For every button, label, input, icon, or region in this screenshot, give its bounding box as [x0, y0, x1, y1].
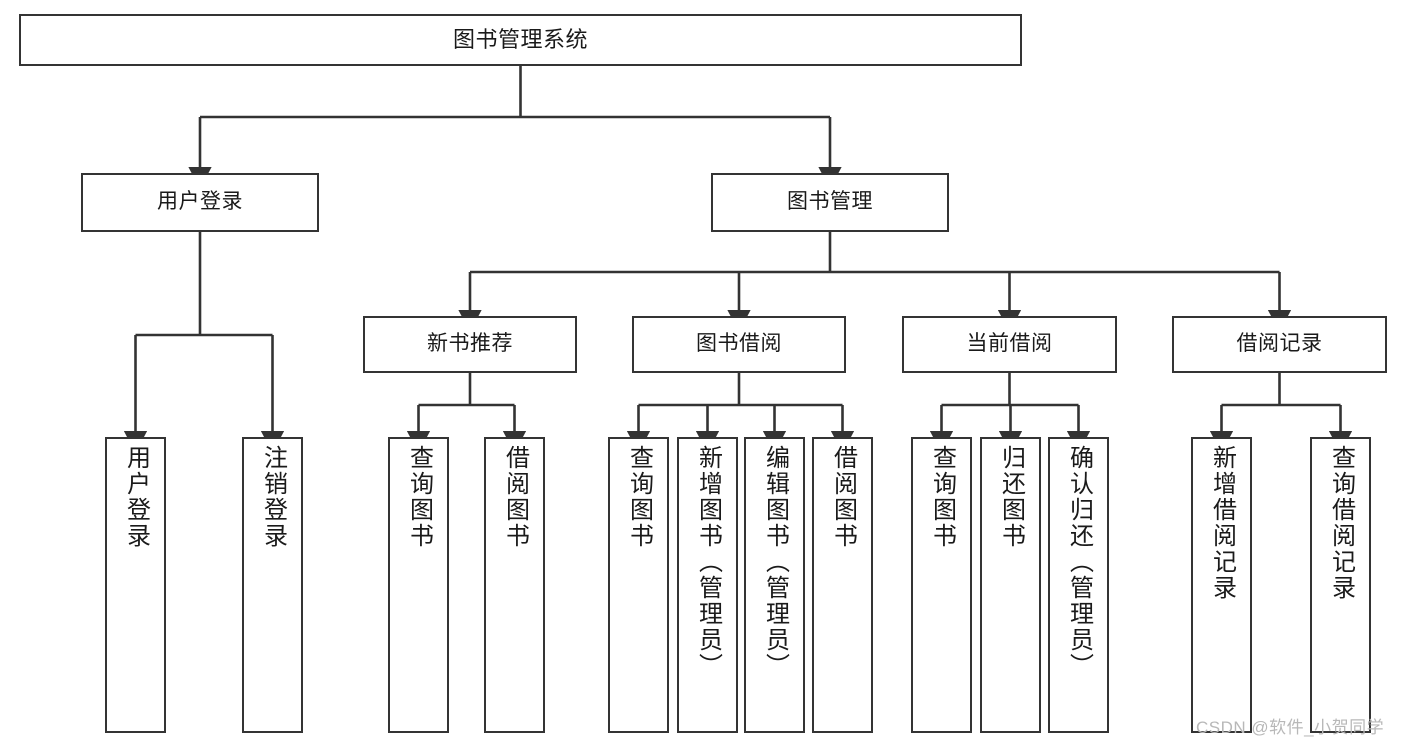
node-leaf-add-borrow-record: 新增借阅记录 [1191, 437, 1252, 733]
node-label: 图书管理系统 [452, 27, 588, 53]
node-leaf-borrow-book: 借阅图书 [812, 437, 873, 733]
node-current-borrow: 当前借阅 [902, 316, 1117, 373]
node-label: 图书管理 [787, 190, 873, 214]
node-leaf-add-book-admin: 新增图书（管理员） [677, 437, 738, 733]
node-label: 新增图书（管理员） [694, 445, 722, 679]
node-label: 当前借阅 [966, 332, 1053, 356]
node-book-manage: 图书管理 [711, 173, 949, 232]
node-label: 借阅图书 [501, 445, 529, 549]
node-label: 查询借阅记录 [1327, 445, 1355, 601]
node-label: 新增借阅记录 [1208, 445, 1236, 601]
node-label: 图书借阅 [696, 332, 782, 356]
node-leaf-query-book-rec: 查询图书 [388, 437, 449, 733]
node-leaf-user-login: 用户登录 [105, 437, 166, 733]
node-label: 借阅记录 [1236, 332, 1323, 356]
node-root-system: 图书管理系统 [19, 14, 1022, 66]
node-label: 查询图书 [928, 445, 956, 549]
node-book-borrow: 图书借阅 [632, 316, 846, 373]
node-label: 编辑图书（管理员） [761, 445, 789, 679]
node-label: 查询图书 [405, 445, 433, 549]
node-label: 归还图书 [997, 445, 1025, 549]
node-label: 查询图书 [625, 445, 653, 549]
node-user-login: 用户登录 [81, 173, 319, 232]
node-leaf-confirm-return-admin: 确认归还（管理员） [1048, 437, 1109, 733]
node-leaf-query-book-current: 查询图书 [911, 437, 972, 733]
node-new-book-recommend: 新书推荐 [363, 316, 577, 373]
node-label: 确认归还（管理员） [1065, 445, 1093, 679]
node-leaf-return-book: 归还图书 [980, 437, 1041, 733]
node-leaf-query-borrow-record: 查询借阅记录 [1310, 437, 1371, 733]
connector-lines [123, 66, 1353, 453]
node-label: 用户登录 [157, 190, 243, 214]
node-label: 新书推荐 [427, 332, 513, 356]
node-leaf-borrow-book-rec: 借阅图书 [484, 437, 545, 733]
node-borrow-record: 借阅记录 [1172, 316, 1387, 373]
node-leaf-query-book-borrow: 查询图书 [608, 437, 669, 733]
node-label: 注销登录 [259, 445, 287, 549]
node-leaf-user-logout: 注销登录 [242, 437, 303, 733]
node-leaf-edit-book-admin: 编辑图书（管理员） [744, 437, 805, 733]
node-label: 借阅图书 [829, 445, 857, 549]
node-label: 用户登录 [122, 445, 150, 549]
